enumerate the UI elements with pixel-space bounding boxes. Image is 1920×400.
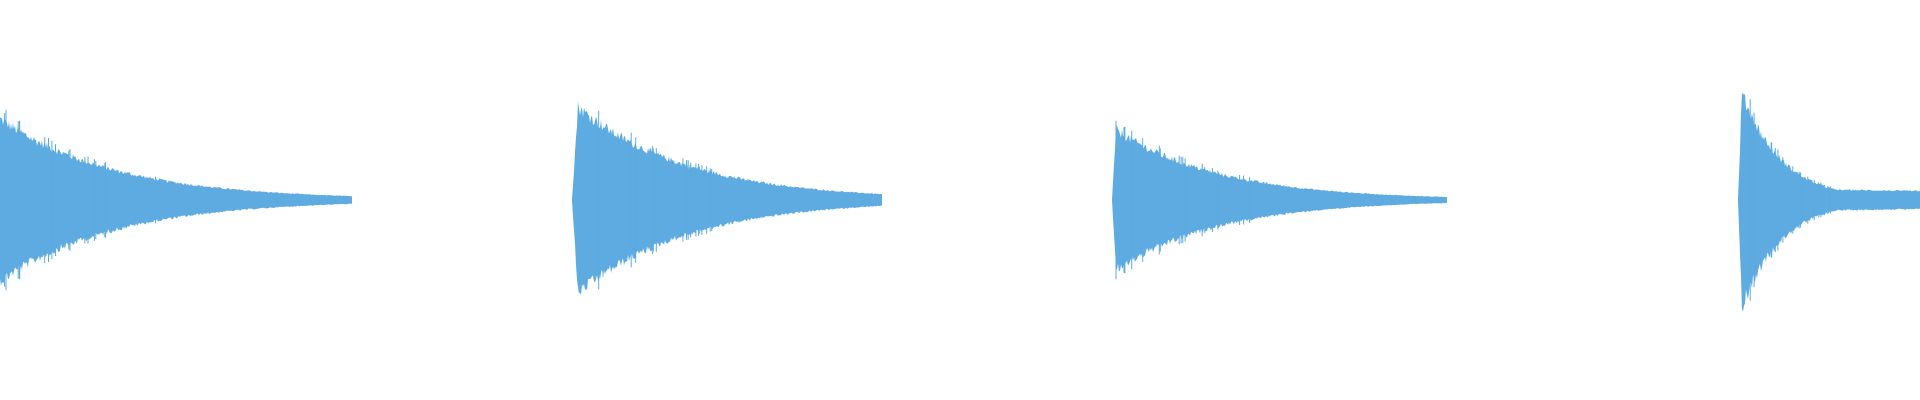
- audio-clip-2[interactable]: [572, 101, 882, 296]
- audio-clip-4[interactable]: [1738, 93, 1920, 312]
- audio-clip-1[interactable]: [0, 109, 352, 291]
- audio-clip-3[interactable]: [1112, 120, 1447, 280]
- waveform-shape: [0, 117, 352, 287]
- waveform-shape: [572, 101, 882, 296]
- waveform-shape: [1738, 93, 1920, 312]
- audio-clips-layer: [0, 93, 1920, 312]
- waveform-shape: [1112, 125, 1447, 272]
